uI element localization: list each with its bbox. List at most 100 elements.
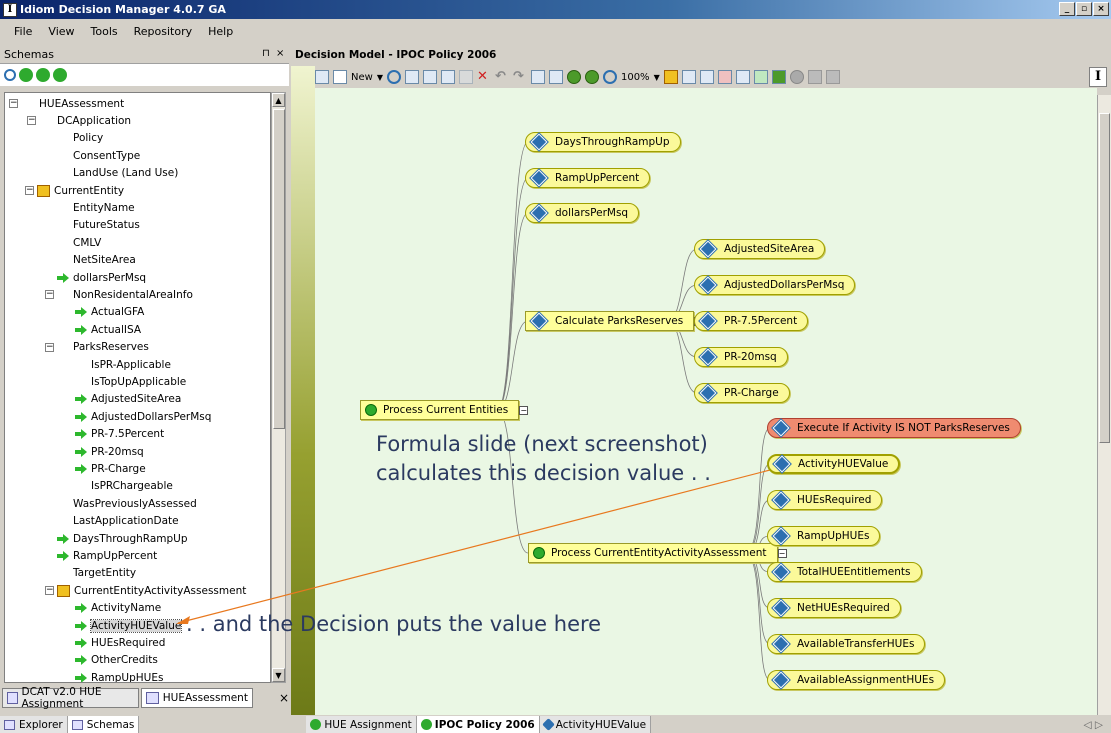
collapse-icon[interactable]: − bbox=[9, 98, 18, 108]
tree-node[interactable]: PR-20msq bbox=[75, 443, 144, 460]
tree-node[interactable]: DaysThroughRampUp bbox=[57, 530, 188, 547]
new-button[interactable]: New bbox=[351, 71, 373, 83]
menu-help[interactable]: Help bbox=[208, 24, 234, 38]
check-icon[interactable] bbox=[404, 70, 419, 84]
paste-icon[interactable] bbox=[458, 70, 473, 84]
tree-node[interactable]: OtherCredits bbox=[75, 652, 158, 669]
tools-icon[interactable] bbox=[663, 70, 678, 84]
run-icon[interactable] bbox=[771, 70, 786, 84]
menu-tools[interactable]: Tools bbox=[90, 24, 118, 38]
import-icon[interactable] bbox=[753, 70, 768, 84]
pin-icon[interactable]: ⊓ bbox=[262, 48, 270, 59]
scroll-thumb[interactable] bbox=[1099, 113, 1110, 443]
tree-node[interactable]: IsPR-Applicable bbox=[91, 356, 171, 373]
redo-icon[interactable]: ↷ bbox=[512, 69, 524, 84]
tree-node[interactable]: ActivityName bbox=[75, 600, 161, 617]
tree-node[interactable]: RampUpPercent bbox=[57, 547, 157, 564]
minimize-button[interactable]: _ bbox=[1059, 2, 1075, 16]
collapse-icon[interactable]: − bbox=[25, 185, 34, 195]
search-icon[interactable] bbox=[4, 69, 16, 81]
node-process-current-entities[interactable]: Process Current Entities − bbox=[360, 400, 529, 420]
export-icon[interactable] bbox=[530, 70, 545, 84]
canvas-scrollbar[interactable] bbox=[1097, 95, 1111, 715]
tree-node[interactable]: IsTopUpApplicable bbox=[91, 373, 186, 390]
save-icon[interactable] bbox=[315, 70, 329, 84]
add-dropdown-icon[interactable] bbox=[53, 68, 67, 82]
tree-node[interactable]: FutureStatus bbox=[73, 217, 140, 234]
undo-icon[interactable]: ↶ bbox=[494, 69, 506, 84]
tree-node[interactable]: LandUse (Land Use) bbox=[73, 165, 178, 182]
tree-node[interactable]: WasPreviouslyAssessed bbox=[73, 495, 197, 512]
tree-node[interactable]: RampUpHUEs bbox=[75, 669, 163, 682]
collapse-icon[interactable]: − bbox=[45, 341, 54, 352]
node-days-through-ramp-up[interactable]: DaysThroughRampUp bbox=[525, 132, 681, 152]
tree-node[interactable]: PR-7.5Percent bbox=[75, 426, 164, 443]
hierarchy-icon[interactable] bbox=[735, 70, 750, 84]
tree-node[interactable]: ActivityHUEValue bbox=[75, 617, 183, 634]
search-icon[interactable] bbox=[386, 70, 401, 84]
node-adjusted-dollars-per-msq[interactable]: AdjustedDollarsPerMsq bbox=[694, 275, 856, 295]
node-hues-required[interactable]: HUEsRequired bbox=[767, 490, 883, 510]
tab-hue-assignment[interactable]: HUE Assignment bbox=[306, 716, 417, 733]
tree-node[interactable]: ActualGFA bbox=[75, 304, 144, 321]
tab-hueassessment[interactable]: HUEAssessment bbox=[140, 688, 253, 708]
cut-icon[interactable] bbox=[422, 70, 437, 84]
tree-scrollbar[interactable]: ▲ ▼ bbox=[271, 92, 286, 683]
up-circle-icon[interactable] bbox=[36, 68, 50, 82]
node-adjusted-site-area[interactable]: AdjustedSiteArea bbox=[694, 239, 826, 259]
tab-nav-arrows[interactable]: ◁ ▷ bbox=[1083, 718, 1104, 731]
tree-node[interactable]: dollarsPerMsq bbox=[57, 269, 146, 286]
node-available-transfer-hues[interactable]: AvailableTransferHUEs bbox=[767, 634, 926, 654]
menu-view[interactable]: View bbox=[48, 24, 75, 38]
node-pr-charge[interactable]: PR-Charge bbox=[694, 383, 790, 403]
tree-node[interactable]: DCApplication bbox=[57, 112, 131, 129]
tabs-close-icon[interactable]: × bbox=[278, 691, 289, 705]
collapse-icon[interactable]: − bbox=[27, 115, 36, 126]
add-circle-icon[interactable] bbox=[19, 68, 33, 82]
zoom-icon[interactable] bbox=[602, 70, 617, 84]
collapse-icon[interactable]: − bbox=[45, 585, 54, 596]
tree-node[interactable]: Policy bbox=[73, 130, 103, 147]
tree-node[interactable]: IsPRChargeable bbox=[91, 478, 173, 495]
node-total-hue-entitlements[interactable]: TotalHUEEntitlements bbox=[767, 562, 922, 582]
tree-node[interactable]: ParksReserves bbox=[73, 339, 149, 356]
node-process-current-entity-activity-assessment[interactable]: Process CurrentEntityActivityAssessment− bbox=[528, 543, 787, 563]
tree-node[interactable]: AdjustedSiteArea bbox=[75, 391, 181, 408]
collapse-icon[interactable]: − bbox=[777, 549, 787, 558]
scroll-up-arrow-icon[interactable]: ▲ bbox=[272, 93, 285, 107]
tab-ipoc-policy-2006[interactable]: IPOC Policy 2006 bbox=[416, 716, 540, 733]
step-over-icon[interactable] bbox=[825, 70, 840, 84]
tree-node[interactable]: LastApplicationDate bbox=[73, 513, 179, 530]
node-net-hues-required[interactable]: NetHUEsRequired bbox=[767, 598, 901, 618]
move-down-icon[interactable] bbox=[566, 70, 581, 84]
tree-node[interactable]: AdjustedDollarsPerMsq bbox=[75, 408, 211, 425]
report-icon[interactable] bbox=[699, 70, 714, 84]
tab-dcat-hue-assignment[interactable]: DCAT v2.0 HUE Assignment bbox=[2, 686, 139, 710]
chevron-down-icon[interactable]: ▼ bbox=[653, 72, 660, 82]
tree-node[interactable]: EntityName bbox=[73, 199, 135, 216]
close-window-button[interactable]: × bbox=[1093, 2, 1109, 16]
tree-node[interactable]: ActualISA bbox=[75, 321, 141, 338]
node-pr-20msq[interactable]: PR-20msq bbox=[694, 347, 788, 367]
tree-node[interactable]: HUEAssessment bbox=[39, 95, 124, 112]
node-pr-7-5-percent[interactable]: PR-7.5Percent bbox=[694, 311, 809, 331]
tab-schemas[interactable]: Schemas bbox=[67, 716, 140, 733]
tree-node[interactable]: NonResidentalAreaInfo bbox=[73, 286, 193, 303]
collapse-icon[interactable]: − bbox=[45, 289, 54, 300]
delete-icon[interactable]: ✕ bbox=[476, 69, 488, 84]
node-dollars-per-msq[interactable]: dollarsPerMsq bbox=[525, 203, 640, 223]
collapse-icon[interactable]: − bbox=[519, 406, 529, 415]
node-execute-if-condition[interactable]: Execute If Activity IS NOT ParksReserves bbox=[767, 418, 1021, 438]
tree-node[interactable]: CurrentEntityActivityAssessment bbox=[57, 582, 246, 599]
panel-close-icon[interactable]: × bbox=[276, 48, 285, 59]
tab-explorer[interactable]: Explorer bbox=[0, 716, 68, 733]
layout-icon[interactable] bbox=[681, 70, 696, 84]
tree-node[interactable]: NetSiteArea bbox=[73, 252, 136, 269]
tree-node[interactable]: CurrentEntity bbox=[37, 182, 124, 199]
node-ramp-up-percent[interactable]: RampUpPercent bbox=[525, 168, 651, 188]
node-available-assignment-hues[interactable]: AvailableAssignmentHUEs bbox=[767, 670, 946, 690]
validate-icon[interactable] bbox=[548, 70, 563, 84]
zoom-level[interactable]: 100% bbox=[620, 71, 650, 83]
tree-node[interactable]: CMLV bbox=[73, 234, 101, 251]
tree-node[interactable]: HUEsRequired bbox=[75, 634, 165, 651]
